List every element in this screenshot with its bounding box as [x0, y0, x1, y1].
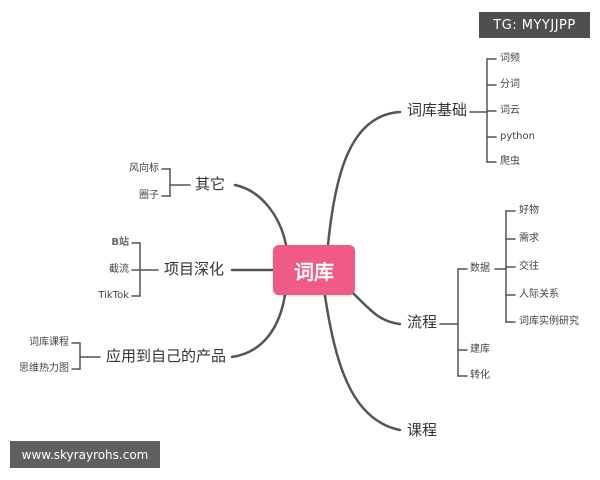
data-child-5[interactable]: 词库实例研究 [519, 316, 579, 327]
branch-course[interactable]: 课程 [407, 421, 438, 439]
central-node[interactable]: 词库 [273, 245, 355, 295]
apply-child-1[interactable]: 词库课程 [29, 337, 69, 348]
process-convert[interactable]: 转化 [470, 370, 490, 381]
deepen-child-3[interactable]: TikTok [98, 290, 129, 301]
branch-other[interactable]: 其它 [195, 175, 226, 193]
deepen-child-2[interactable]: 截流 [109, 264, 129, 275]
basics-child-2[interactable]: 分词 [500, 79, 520, 90]
apply-ticks [71, 342, 81, 370]
basics-child-1[interactable]: 词频 [500, 53, 520, 64]
basics-child-5[interactable]: 爬虫 [500, 156, 520, 167]
branch-basics[interactable]: 词库基础 [407, 101, 468, 119]
branch-apply[interactable]: 应用到自己的产品 [106, 347, 227, 365]
basics-child-4[interactable]: python [500, 131, 535, 142]
telegram-watermark: TG: MYYJJPP [479, 12, 590, 38]
deepen-ticks [131, 242, 141, 297]
data-child-1[interactable]: 好物 [519, 205, 539, 216]
link-course [323, 294, 402, 432]
deepen-child-1[interactable]: B站 [111, 237, 129, 248]
data-child-2[interactable]: 需求 [519, 233, 539, 244]
data-child-3[interactable]: 交往 [519, 261, 539, 272]
other-ticks [161, 168, 171, 197]
apply-child-2[interactable]: 思维热力图 [19, 363, 69, 374]
other-child-2[interactable]: 圈子 [139, 190, 159, 201]
process-data-node[interactable]: 数据 [470, 263, 490, 274]
process-build[interactable]: 建库 [470, 344, 490, 355]
other-child-1[interactable]: 风向标 [129, 163, 159, 174]
data-child-4[interactable]: 人际关系 [519, 289, 559, 300]
link-basics [326, 110, 402, 247]
branch-process[interactable]: 流程 [407, 313, 438, 331]
link-other [233, 183, 288, 247]
site-watermark: www.skyrayrohs.com [10, 441, 160, 468]
basics-child-3[interactable]: 词云 [500, 105, 520, 116]
link-process [350, 290, 402, 326]
branch-deepen[interactable]: 项目深化 [164, 260, 225, 278]
link-apply [230, 293, 287, 359]
